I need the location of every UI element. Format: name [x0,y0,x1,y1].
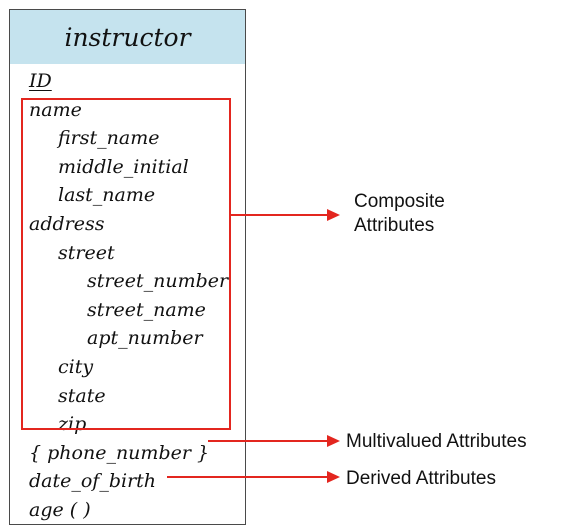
derived-arrow-head [327,471,340,483]
composite-label: Composite Attributes [354,190,445,238]
entity-attribute-list [9,64,246,525]
attr-date-of-birth: date_of_birth [29,470,157,493]
attr-apt-number: apt_number [87,327,203,350]
composite-label-line1: Composite [354,191,445,212]
attr-city: city [58,356,94,378]
attr-id: ID [29,70,52,92]
composite-arrow-head [327,209,340,221]
derived-label: Derived Attributes [346,468,496,489]
multivalued-label: Multivalued Attributes [346,431,527,452]
attr-first-name: first_name [58,127,160,150]
entity-name: instructor [64,22,191,52]
composite-highlight-box [21,98,231,430]
composite-label-line2: Attributes [354,214,435,236]
attr-address: address [29,213,105,235]
attr-street-name: street_name [87,298,206,321]
attr-phone-number: { phone_number } [29,441,210,464]
attr-street: street [58,241,115,264]
attr-state: state [58,384,106,407]
attr-name: name [29,98,82,121]
entity-header: instructor [9,9,246,65]
attr-middle-initial: middle_initial [58,155,189,178]
multivalued-arrow-head [327,435,340,447]
attr-last-name: last_name [58,184,156,207]
attr-age: age ( ) [29,499,91,521]
attr-street-number: street_number [87,270,229,293]
